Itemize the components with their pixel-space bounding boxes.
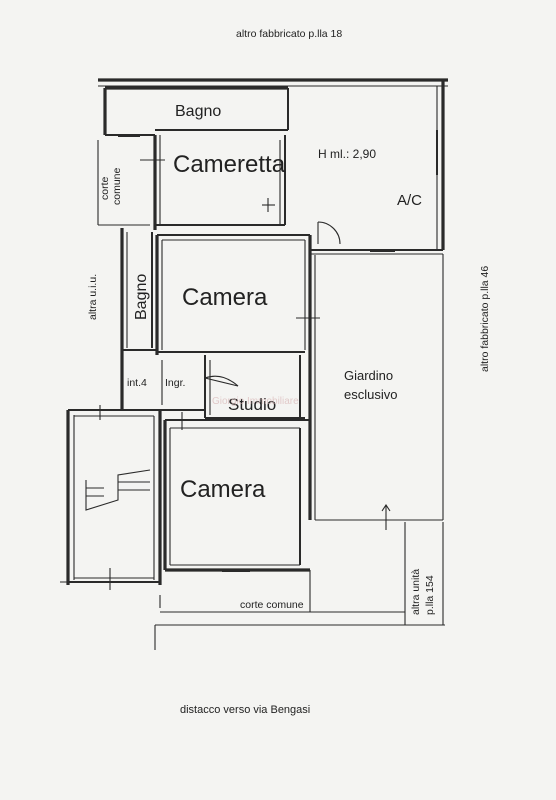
neighbor-bottom-right-line1: altra unità xyxy=(410,569,422,615)
room-height-note: H ml.: 2,90 xyxy=(318,147,376,161)
room-giardino-line2: esclusivo xyxy=(344,387,397,402)
room-ingr: Ingr. xyxy=(165,377,185,389)
corte-comune-bottom: corte comune xyxy=(240,599,304,611)
room-bagno-side: Bagno xyxy=(133,274,150,320)
outer-walls xyxy=(60,78,448,650)
room-bagno-top: Bagno xyxy=(175,103,221,120)
watermark-text: Giorgio Immobiliare xyxy=(212,396,299,407)
neighbor-bottom-right-line2: p.lla 154 xyxy=(424,575,436,615)
room-giardino-line1: Giardino xyxy=(344,368,393,383)
corte-line2: comune xyxy=(111,167,123,205)
room-camera-lower: Camera xyxy=(180,476,266,503)
room-studio: Studio xyxy=(228,395,276,414)
room-camera-upper: Camera xyxy=(182,284,268,311)
neighbor-right-label: altro fabbricato p.lla 46 xyxy=(479,266,491,372)
neighbor-top-label: altro fabbricato p.lla 18 xyxy=(236,28,342,40)
footer-distacco: distacco verso via Bengasi xyxy=(180,704,310,716)
room-int4: int.4 xyxy=(127,377,147,389)
neighbor-left-label: altra u.i.u. xyxy=(87,274,99,320)
room-cameretta: Cameretta xyxy=(173,151,286,178)
corte-line1: corte xyxy=(99,176,111,200)
room-ac: A/C xyxy=(397,192,422,209)
